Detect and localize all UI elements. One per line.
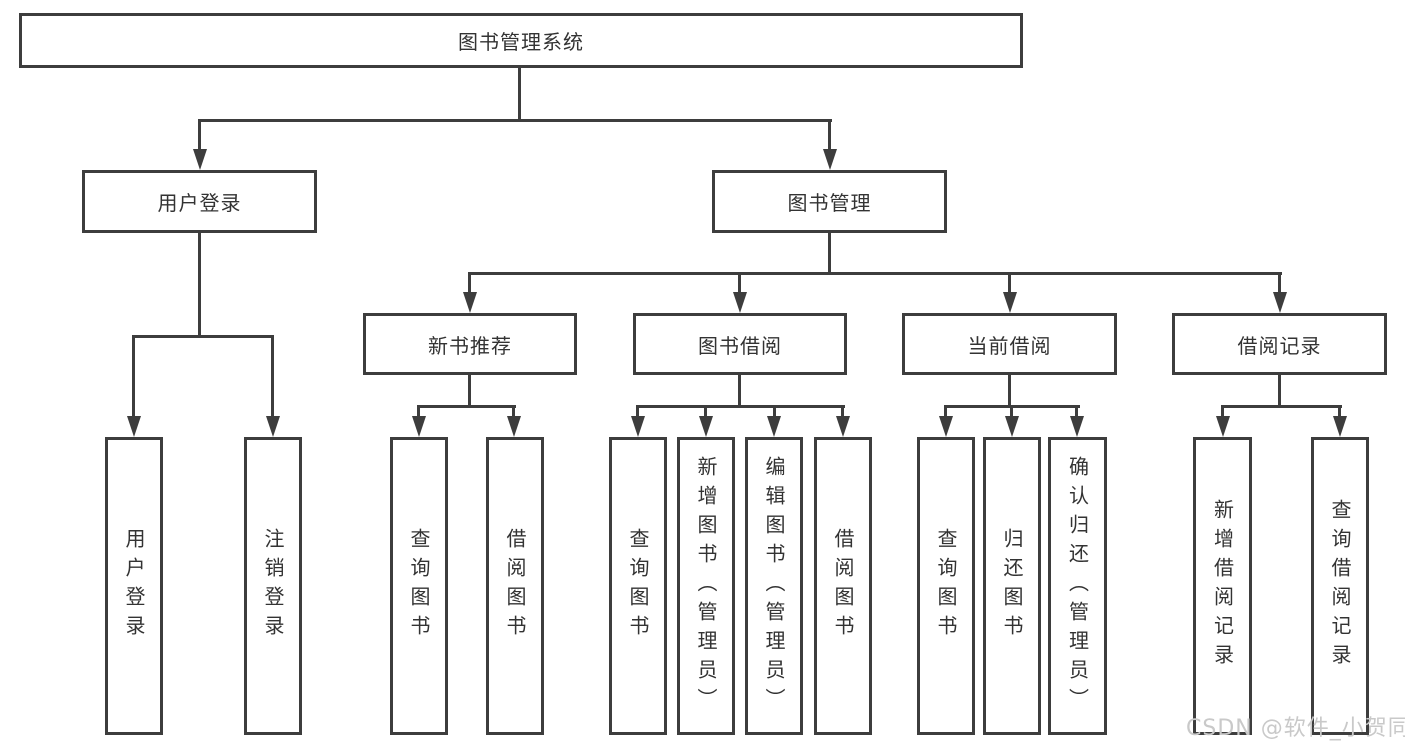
connector-user-login-bar bbox=[132, 335, 274, 338]
leaf-return-books: 归还图书 bbox=[983, 437, 1041, 735]
arrowhead-borrow-records-leaf2 bbox=[1333, 416, 1347, 437]
csdn-watermark: CSDN @软件_小贺同学 bbox=[1186, 716, 1405, 741]
arrowhead-borrow-records-leaf1 bbox=[1216, 416, 1230, 437]
node-new-book-recommend: 新书推荐 bbox=[363, 313, 577, 375]
leaf-borrow-books-2: 借阅图书 bbox=[814, 437, 872, 735]
connector-book-borrow-leaf1 bbox=[636, 405, 639, 418]
connector-borrow-records-stem bbox=[1278, 375, 1281, 408]
connector-to-user-login bbox=[198, 119, 201, 150]
connector-to-borrow-records bbox=[1278, 272, 1281, 294]
connector-borrow-records-leaf1 bbox=[1221, 405, 1224, 418]
node-borrow-records-label: 借阅记录 bbox=[1237, 333, 1322, 358]
node-book-management: 图书管理 bbox=[712, 170, 947, 233]
leaf-add-borrow-record: 新增借阅记录 bbox=[1193, 437, 1252, 735]
arrowhead-book-borrow-leaf4 bbox=[836, 416, 850, 437]
leaf-logout: 注销登录 bbox=[244, 437, 302, 735]
leaf-logout-label: 注销登录 bbox=[261, 528, 285, 644]
leaf-user-login-label: 用户登录 bbox=[122, 528, 146, 644]
leaf-borrow-books-1-label: 借阅图书 bbox=[503, 528, 527, 644]
connector-to-book-borrow bbox=[738, 272, 741, 294]
leaf-edit-books-admin-label: 编辑图书（管理员） bbox=[762, 455, 786, 717]
connector-book-borrow-bar bbox=[636, 405, 845, 408]
leaf-borrow-books-1: 借阅图书 bbox=[486, 437, 544, 735]
connector-user-login-stem bbox=[198, 233, 201, 337]
arrowhead-current-borrow bbox=[1003, 292, 1017, 313]
connector-borrow-records-bar bbox=[1221, 405, 1342, 408]
connector-new-book-stem bbox=[468, 375, 471, 408]
leaf-confirm-return-admin-label: 确认归还（管理员） bbox=[1065, 455, 1090, 717]
leaf-query-books-2-label: 查询图书 bbox=[626, 528, 650, 644]
node-book-borrow-label: 图书借阅 bbox=[698, 333, 782, 358]
connector-current-borrow-stem bbox=[1008, 375, 1011, 408]
arrowhead-current-borrow-leaf2 bbox=[1005, 416, 1019, 437]
node-borrow-records: 借阅记录 bbox=[1172, 313, 1387, 375]
node-book-borrow: 图书借阅 bbox=[633, 313, 847, 375]
leaf-query-borrow-record-label: 查询借阅记录 bbox=[1328, 499, 1352, 673]
node-library-system-label: 图书管理系统 bbox=[458, 30, 584, 54]
node-user-login: 用户登录 bbox=[82, 170, 317, 233]
leaf-query-books-3-label: 查询图书 bbox=[934, 528, 958, 644]
leaf-query-books-3: 查询图书 bbox=[917, 437, 975, 735]
connector-book-borrow-leaf4 bbox=[841, 405, 844, 418]
leaf-query-books-1: 查询图书 bbox=[390, 437, 448, 735]
connector-to-new-book bbox=[468, 272, 471, 294]
node-library-system: 图书管理系统 bbox=[19, 13, 1023, 68]
connector-book-borrow-leaf3 bbox=[773, 405, 776, 418]
arrowhead-user-login-leaf bbox=[127, 416, 141, 437]
leaf-query-books-1-label: 查询图书 bbox=[407, 528, 431, 644]
connector-new-book-leaf1 bbox=[417, 405, 420, 418]
leaf-return-books-label: 归还图书 bbox=[1000, 528, 1024, 644]
leaf-user-login: 用户登录 bbox=[105, 437, 163, 735]
arrowhead-book-management bbox=[823, 149, 837, 170]
connector-new-book-leaf2 bbox=[512, 405, 515, 418]
node-user-login-label: 用户登录 bbox=[157, 191, 242, 215]
connector-book-management-bar bbox=[468, 272, 1282, 275]
leaf-edit-books-admin: 编辑图书（管理员） bbox=[745, 437, 803, 735]
arrowhead-logout-leaf bbox=[266, 416, 280, 437]
arrowhead-book-borrow-leaf2 bbox=[699, 416, 713, 437]
leaf-add-books-admin: 新增图书（管理员） bbox=[677, 437, 735, 735]
node-current-borrow: 当前借阅 bbox=[902, 313, 1117, 375]
arrowhead-book-borrow-leaf3 bbox=[767, 416, 781, 437]
arrowhead-new-book bbox=[463, 292, 477, 313]
connector-root-stem bbox=[518, 68, 521, 122]
leaf-confirm-return-admin: 确认归还（管理员） bbox=[1048, 437, 1107, 735]
leaf-add-books-admin-label: 新增图书（管理员） bbox=[694, 455, 718, 717]
connector-current-borrow-leaf1 bbox=[944, 405, 947, 418]
arrowhead-book-borrow-leaf1 bbox=[631, 416, 645, 437]
arrowhead-new-book-leaf2 bbox=[507, 416, 521, 437]
leaf-query-borrow-record: 查询借阅记录 bbox=[1311, 437, 1369, 735]
connector-to-logout-leaf bbox=[271, 335, 274, 417]
arrowhead-book-borrow bbox=[733, 292, 747, 313]
connector-root-bar bbox=[198, 119, 832, 122]
connector-book-borrow-stem bbox=[738, 375, 741, 408]
arrowhead-user-login bbox=[193, 149, 207, 170]
arrowhead-borrow-records bbox=[1273, 292, 1287, 313]
arrowhead-current-borrow-leaf1 bbox=[939, 416, 953, 437]
leaf-query-books-2: 查询图书 bbox=[609, 437, 667, 735]
arrowhead-new-book-leaf1 bbox=[412, 416, 426, 437]
connector-borrow-records-leaf2 bbox=[1338, 405, 1341, 418]
connector-to-book-management bbox=[828, 119, 831, 150]
connector-current-borrow-leaf2 bbox=[1010, 405, 1013, 418]
connector-to-current-borrow bbox=[1008, 272, 1011, 294]
connector-book-management-stem bbox=[828, 233, 831, 275]
leaf-add-borrow-record-label: 新增借阅记录 bbox=[1210, 499, 1235, 673]
node-current-borrow-label: 当前借阅 bbox=[967, 333, 1052, 358]
node-new-book-recommend-label: 新书推荐 bbox=[428, 333, 512, 358]
leaf-borrow-books-2-label: 借阅图书 bbox=[831, 528, 855, 644]
node-book-management-label: 图书管理 bbox=[787, 191, 872, 215]
connector-book-borrow-leaf2 bbox=[704, 405, 707, 418]
connector-to-user-login-leaf bbox=[132, 335, 135, 417]
connector-current-borrow-leaf3 bbox=[1075, 405, 1078, 418]
connector-new-book-bar bbox=[417, 405, 516, 408]
arrowhead-current-borrow-leaf3 bbox=[1070, 416, 1084, 437]
